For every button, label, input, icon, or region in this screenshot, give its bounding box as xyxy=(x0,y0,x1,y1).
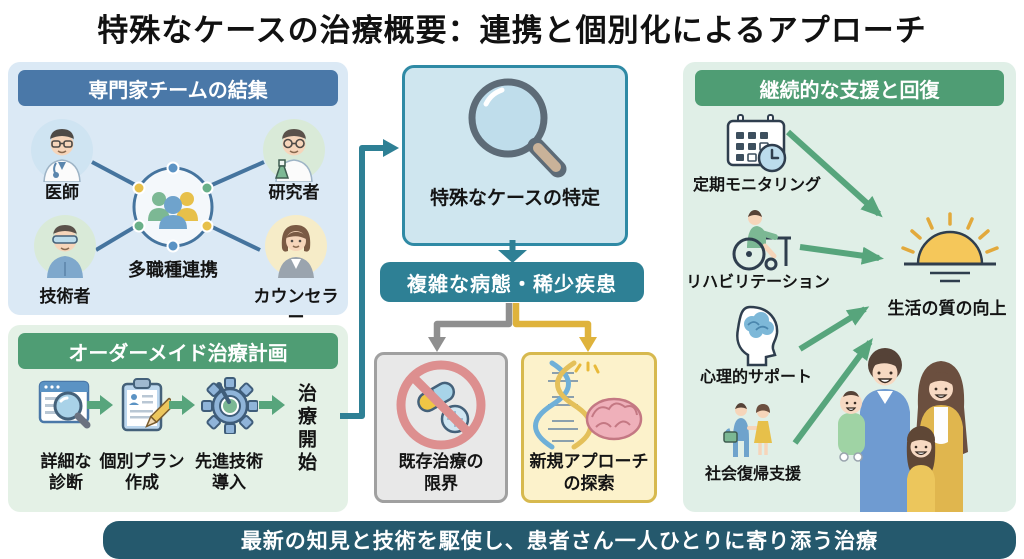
identify-label: 特殊なケースの特定 xyxy=(429,188,601,209)
hub-label: 多職種連携 xyxy=(128,260,218,280)
step2-label: 個別プラン 作成 xyxy=(99,452,185,492)
sunrise-icon xyxy=(901,212,999,283)
step-arrow-icon xyxy=(259,395,285,415)
team-panel: 専門家チームの結集 医師 xyxy=(8,62,348,327)
magnifier-icon xyxy=(468,78,567,178)
counselor-label: カウンセラー xyxy=(253,287,339,327)
collaboration-hub-icon xyxy=(132,161,214,253)
step-arrow-icon xyxy=(169,395,195,415)
identify-to-condition-arrow xyxy=(498,240,527,263)
no-pills-icon xyxy=(396,360,486,450)
step-arrow-icon xyxy=(87,395,113,415)
support-arrows xyxy=(785,129,884,445)
page-title: 特殊なケースの治療概要：連携と個別化によるアプローチ xyxy=(97,13,927,48)
support-panel: 継続的な支援と回復 xyxy=(683,62,1016,512)
diagnosis-icon xyxy=(38,380,91,429)
step3-label: 先進技術 導入 xyxy=(195,452,263,492)
doctor-label: 医師 xyxy=(45,183,79,202)
plan-document-icon xyxy=(121,378,171,432)
footer-banner: 最新の知見と技術を駆使し、患者さん一人ひとりに寄り添う治療 xyxy=(103,521,1016,559)
social-label: 社会復帰支援 xyxy=(704,466,801,483)
goal-label: 生活の質の向上 xyxy=(887,299,1007,318)
family-illustration xyxy=(838,348,968,512)
wheelchair-icon xyxy=(732,210,791,271)
psych-label: 心理的サポート xyxy=(699,369,812,386)
counselor-avatar-icon xyxy=(265,215,327,278)
plan-panel-header: オーダーメイド治療計画 xyxy=(18,333,338,369)
limitation-label: 既存治療の 限界 xyxy=(398,452,484,493)
engineer-avatar-icon xyxy=(34,215,96,278)
head-brain-icon xyxy=(736,305,779,367)
team-network-lines xyxy=(91,160,265,252)
exploration-label: 新規アプローチ の探索 xyxy=(529,452,649,493)
exploration-box: 新規アプローチ の探索 xyxy=(521,352,657,503)
plan-panel: オーダーメイド治療計画 xyxy=(8,325,348,512)
identify-box: 特殊なケースの特定 xyxy=(402,65,628,246)
plan-to-identify-connector xyxy=(340,139,399,419)
doctor-avatar-icon xyxy=(31,119,93,182)
technology-gear-icon xyxy=(201,377,258,434)
condition-banner: 複雑な病態・稀少疾患 xyxy=(380,262,644,302)
branch-connector xyxy=(428,303,597,352)
researcher-avatar-icon xyxy=(263,119,325,182)
monitoring-label: 定期モニタリング xyxy=(692,177,821,194)
limitation-box: 既存治療の 限界 xyxy=(374,352,508,503)
social-support-icon xyxy=(723,403,772,457)
step1-label: 詳細な 診断 xyxy=(40,452,92,492)
rehab-label: リハビリテーション xyxy=(686,274,830,291)
team-panel-header: 専門家チームの結集 xyxy=(18,70,338,106)
researcher-label: 研究者 xyxy=(268,183,320,202)
dna-brain-icon xyxy=(533,360,643,450)
calendar-clock-icon xyxy=(726,114,787,173)
support-panel-header: 継続的な支援と回復 xyxy=(695,70,1004,106)
engineer-label: 技術者 xyxy=(39,287,91,306)
treatment-start-label: 治療開始 xyxy=(295,383,316,475)
